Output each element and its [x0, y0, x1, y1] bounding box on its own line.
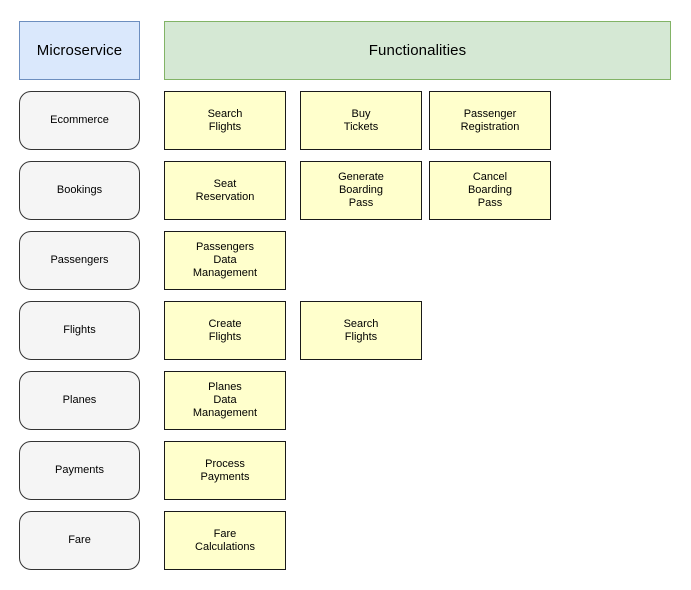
functionality-box-process-payments[interactable]: Process Payments — [164, 441, 286, 500]
header-functionalities: Functionalities — [164, 21, 671, 80]
functionality-box-planes-data-management[interactable]: Planes Data Management — [164, 371, 286, 430]
functionality-box-search-flights-2[interactable]: Search Flights — [300, 301, 422, 360]
functionality-box-passengers-data-management[interactable]: Passengers Data Management — [164, 231, 286, 290]
service-label-passengers: Passengers — [50, 254, 109, 266]
service-box-flights[interactable]: Flights — [19, 301, 140, 360]
service-label-flights: Flights — [63, 324, 96, 336]
functionality-box-search-flights[interactable]: Search Flights — [164, 91, 286, 150]
header-functionalities-label: Functionalities — [368, 41, 467, 59]
functionality-label: Passenger Registration — [460, 107, 520, 133]
functionality-label: Create Flights — [208, 317, 242, 343]
functionality-label: Generate Boarding Pass — [338, 171, 384, 209]
service-label-planes: Planes — [62, 394, 97, 406]
service-label-payments: Payments — [55, 464, 104, 476]
service-label-ecommerce: Ecommerce — [50, 114, 109, 126]
functionality-box-generate-boarding-pass[interactable]: Generate Boarding Pass — [300, 161, 422, 220]
functionality-label: Search Flights — [207, 107, 243, 133]
functionality-box-fare-calculations[interactable]: Fare Calculations — [164, 511, 286, 570]
service-box-payments[interactable]: Payments — [19, 441, 140, 500]
service-box-planes[interactable]: Planes — [19, 371, 140, 430]
functionality-box-seat-reservation[interactable]: Seat Reservation — [164, 161, 286, 220]
header-microservice-label: Microservice — [36, 41, 123, 59]
functionality-label: Seat Reservation — [195, 177, 255, 203]
functionality-label: Buy Tickets — [343, 107, 379, 133]
functionality-label: Planes Data Management — [192, 381, 258, 419]
functionality-box-passenger-registration[interactable]: Passenger Registration — [429, 91, 551, 150]
functionality-label: Cancel Boarding Pass — [467, 171, 513, 209]
functionality-label: Fare Calculations — [195, 527, 255, 553]
service-box-bookings[interactable]: Bookings — [19, 161, 140, 220]
functionality-box-create-flights[interactable]: Create Flights — [164, 301, 286, 360]
functionality-label: Passengers Data Management — [192, 241, 258, 279]
service-label-fare: Fare — [68, 534, 91, 546]
functionality-label: Process Payments — [200, 457, 250, 483]
functionality-box-buy-tickets[interactable]: Buy Tickets — [300, 91, 422, 150]
header-microservice: Microservice — [19, 21, 140, 80]
service-box-passengers[interactable]: Passengers — [19, 231, 140, 290]
service-box-fare[interactable]: Fare — [19, 511, 140, 570]
service-label-bookings: Bookings — [56, 184, 103, 196]
service-box-ecommerce[interactable]: Ecommerce — [19, 91, 140, 150]
functionality-box-cancel-boarding-pass[interactable]: Cancel Boarding Pass — [429, 161, 551, 220]
functionality-label: Search Flights — [343, 317, 379, 343]
